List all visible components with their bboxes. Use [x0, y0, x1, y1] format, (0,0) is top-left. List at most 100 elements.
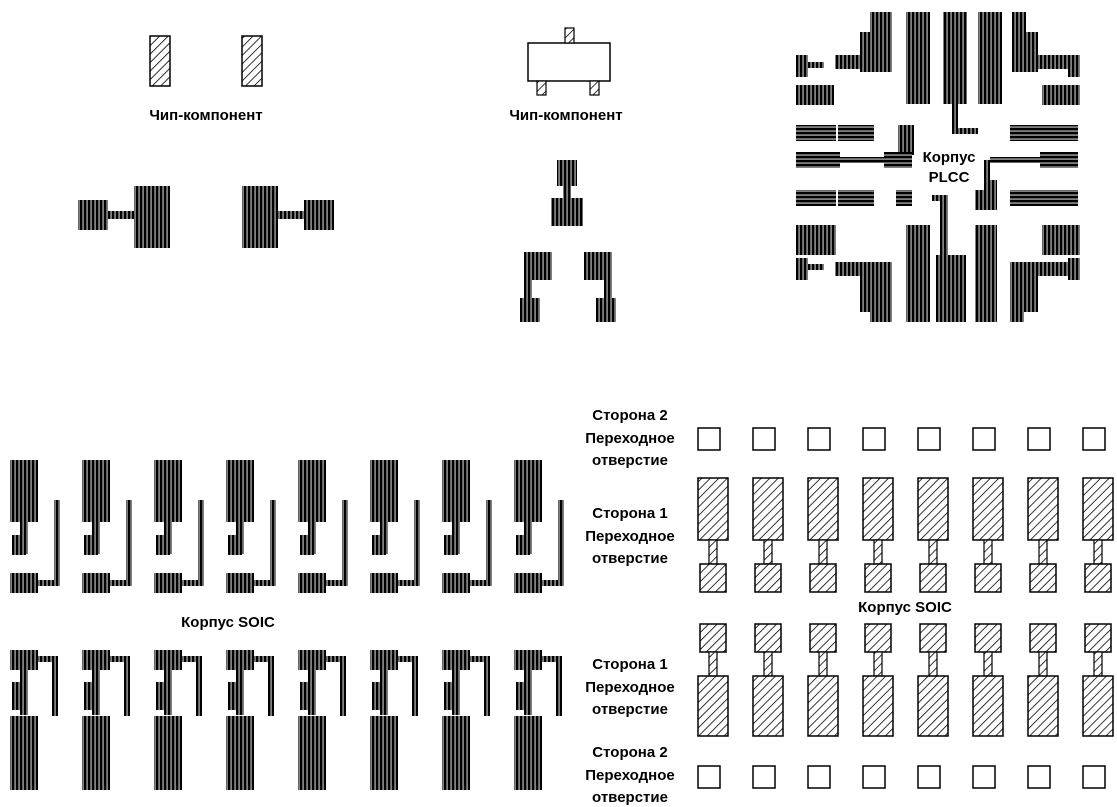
soic-fanout-pad: [154, 573, 182, 593]
soic-fanout-trace: [38, 656, 58, 662]
sot-trace-pad: [596, 298, 616, 322]
smd-pad: [752, 477, 784, 541]
sot-pads-with-traces: [520, 160, 616, 322]
side1-bottom-label-3: отверстие: [592, 701, 668, 718]
soic-trace: [484, 656, 490, 716]
pad-neck: [708, 539, 718, 565]
soic-via-pad: [12, 535, 26, 555]
soic-via-pad: [300, 535, 314, 555]
soic-trace: [20, 670, 28, 715]
sot-pad-top: [551, 198, 583, 226]
soic-trace: [340, 656, 346, 716]
via-square: [1027, 427, 1051, 451]
soic-left-label: Корпус SOIC: [181, 614, 275, 631]
via-square: [1027, 765, 1051, 789]
soic-trace: [524, 670, 532, 715]
soic-trace: [558, 500, 564, 586]
pad-neck: [818, 651, 828, 677]
soic-pad: [82, 716, 110, 790]
pad-row-side1-bottom: [697, 623, 1114, 737]
pad-neck: [928, 651, 938, 677]
soic-pad: [514, 716, 542, 790]
smd-pad: [807, 477, 839, 541]
via-pad: [1029, 623, 1057, 653]
soic-fanout-pad: [226, 573, 254, 593]
via-pad: [809, 623, 837, 653]
soic-fanout-pad: [226, 650, 254, 670]
smd-pad: [917, 477, 949, 541]
side1-bottom-label-1: Сторона 1: [592, 656, 667, 673]
via-pad: [1029, 563, 1057, 593]
sot-pad-left: [524, 252, 552, 280]
side1-bottom-label-2: Переходное: [585, 679, 674, 696]
component-pad: [134, 186, 170, 248]
plcc-top-pins: [796, 12, 1080, 134]
via-square: [917, 765, 941, 789]
soic-trace: [52, 656, 58, 716]
via-pad: [754, 623, 782, 653]
soic-fanout-pad: [82, 650, 110, 670]
soic-fanout-pad: [442, 573, 470, 593]
plcc-bottom-pins: [796, 195, 1080, 322]
via-pad: [1084, 563, 1112, 593]
soic-trace: [270, 500, 276, 586]
soic-fanout-pad: [370, 650, 398, 670]
soic-pad: [514, 460, 542, 522]
plcc-label-line1: Корпус: [923, 149, 976, 166]
soic-via-pad: [228, 535, 242, 555]
plcc-footprint: Корпус PLCC: [796, 12, 1080, 322]
pad-neck: [763, 651, 773, 677]
soic-fanout-trace: [254, 580, 276, 586]
soic-fanout-trace: [182, 656, 202, 662]
soic-via-pad: [444, 535, 458, 555]
via-square: [1082, 765, 1106, 789]
via-square: [752, 765, 776, 789]
via-pad: [919, 563, 947, 593]
chip1-pad-right: [241, 35, 263, 87]
via-pad: [809, 563, 837, 593]
trace-pad: [304, 200, 334, 230]
soic-pad: [226, 460, 254, 522]
via-square: [752, 427, 776, 451]
via-square: [807, 765, 831, 789]
soic-fanout-trace: [326, 656, 346, 662]
side2-bottom-label-2: Переходное: [585, 767, 674, 784]
smd-pad: [1027, 675, 1059, 737]
soic-fanout-pad: [10, 573, 38, 593]
soic-trace: [308, 670, 316, 715]
soic-trace: [196, 656, 202, 716]
pad-neck: [983, 539, 993, 565]
soic-fanout-pad: [298, 650, 326, 670]
smd-pad: [807, 675, 839, 737]
soic-pad: [370, 716, 398, 790]
soic-pad: [370, 460, 398, 522]
smd-pad: [697, 675, 729, 737]
soic-trace: [342, 500, 348, 586]
side2-top-label-2: Переходное: [585, 430, 674, 447]
smd-pad: [862, 477, 894, 541]
pad-neck: [928, 539, 938, 565]
chip-component-1: Чип-компонент: [149, 35, 263, 124]
soic-pad: [10, 716, 38, 790]
plcc-label-bg: [914, 144, 984, 190]
via-row-side2-bottom: [697, 765, 1106, 789]
soic-fanout-trace: [182, 580, 204, 586]
soic-right-label: Корпус SOIC: [858, 599, 952, 616]
soic-via-pad: [156, 535, 170, 555]
smd-pad: [1082, 675, 1114, 737]
soic-trace: [54, 500, 60, 586]
soic-pad: [10, 460, 38, 522]
sot-pad-right: [584, 252, 612, 280]
side2-top-label-1: Сторона 2: [592, 407, 667, 424]
pad-neck: [873, 539, 883, 565]
soic-fanout-pad: [10, 650, 38, 670]
sot-trace-pad: [520, 298, 540, 322]
pad-neck: [983, 651, 993, 677]
soic-trace: [556, 656, 562, 716]
via-pad: [864, 623, 892, 653]
pad-neck: [1093, 539, 1103, 565]
soic-trace: [198, 500, 204, 586]
soic-trace: [486, 500, 492, 586]
soic-trace: [92, 670, 100, 715]
chip1-pad-left: [149, 35, 171, 87]
